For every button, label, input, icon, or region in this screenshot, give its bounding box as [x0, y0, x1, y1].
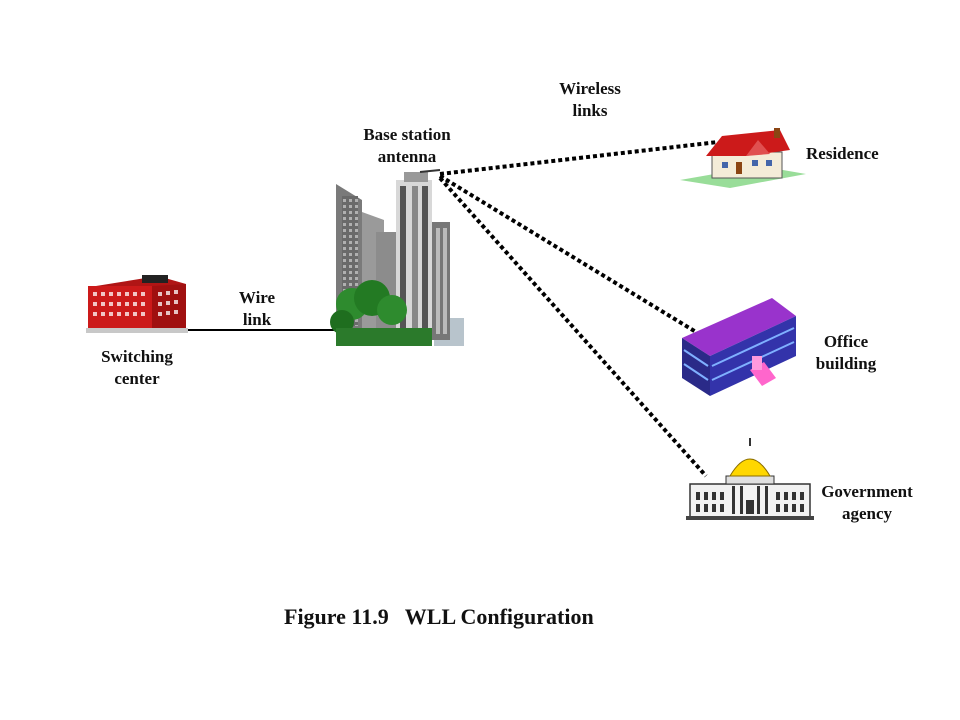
wire-link-label-line2: link [242, 310, 272, 329]
switching-center-icon [86, 275, 188, 333]
base-station-label-line1: Base station [363, 125, 451, 144]
residence-label: Residence [806, 144, 879, 163]
switching-center-label-line1: Switching [101, 347, 173, 366]
wireless-links-label: Wireless links [550, 78, 630, 122]
wireless-link-residence [439, 140, 719, 176]
wireless-links [438, 140, 719, 478]
base-station-icon [330, 169, 464, 346]
government-agency-label-line2: agency [841, 504, 893, 523]
wireless-links-label-line2: links [572, 101, 608, 120]
wire-link-label-line1: Wire [238, 288, 276, 307]
government-agency-label-line1: Government [821, 482, 913, 501]
residence-icon [680, 128, 806, 188]
wire-link-label: Wire link [226, 287, 288, 331]
office-building-label-line1: Office [823, 332, 869, 351]
figure-caption: Figure 11.9 WLL Configuration [284, 604, 594, 629]
office-building-icon [682, 298, 796, 396]
base-station-label-line2: antenna [377, 147, 437, 166]
switching-center-label-line2: center [114, 369, 160, 388]
government-agency-label: Government agency [814, 481, 920, 525]
base-station-label: Base station antenna [352, 124, 462, 168]
office-building-label-line2: building [815, 354, 877, 373]
wireless-link-government [438, 176, 708, 478]
government-agency-icon [686, 438, 814, 520]
wireless-links-label-line1: Wireless [559, 79, 621, 98]
office-building-label: Office building [806, 331, 886, 375]
wireless-link-office [438, 174, 698, 334]
switching-center-label: Switching center [92, 346, 182, 390]
